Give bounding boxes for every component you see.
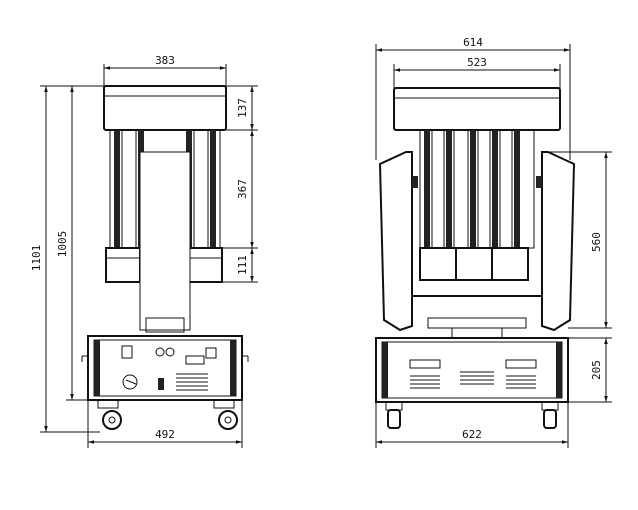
dim-side-yoke-base: 111	[236, 255, 249, 275]
dim-front-top-width: 523	[467, 56, 487, 69]
front-tube-bank	[419, 129, 535, 249]
side-control-panel	[121, 345, 217, 391]
side-head-box	[103, 85, 227, 131]
front-yoke-right	[541, 151, 576, 332]
side-yoke-left	[105, 247, 141, 283]
dim-front-total-width: 614	[463, 36, 483, 49]
front-yoke-left	[378, 151, 413, 332]
dim-side-top-width: 383	[155, 54, 175, 67]
front-view	[375, 87, 576, 429]
front-wheel-right	[541, 401, 559, 429]
side-base	[87, 335, 243, 401]
side-wheel-left	[97, 399, 122, 430]
front-head-box	[393, 87, 561, 131]
dim-side-total-height: 1101	[30, 245, 43, 272]
side-yoke-right	[187, 247, 223, 283]
dim-side-arm-height: 367	[236, 179, 249, 199]
dim-side-head-height: 137	[236, 98, 249, 118]
dim-front-base-height: 205	[590, 360, 603, 380]
side-column	[139, 151, 191, 331]
side-view	[81, 85, 249, 430]
dim-side-base-width: 492	[155, 428, 175, 441]
dim-front-base-width: 622	[462, 428, 482, 441]
side-wheel-right	[213, 399, 238, 430]
front-dimensions: 614 523 560 205 622	[375, 36, 612, 448]
dim-front-yoke-height: 560	[590, 232, 603, 252]
front-vent-grilles	[409, 359, 537, 389]
front-base	[375, 337, 569, 403]
side-dimensions: 383 137 367 111 1101 1005 492	[30, 54, 258, 448]
dim-side-body-height: 1005	[56, 231, 69, 258]
front-wheel-left	[385, 401, 403, 429]
